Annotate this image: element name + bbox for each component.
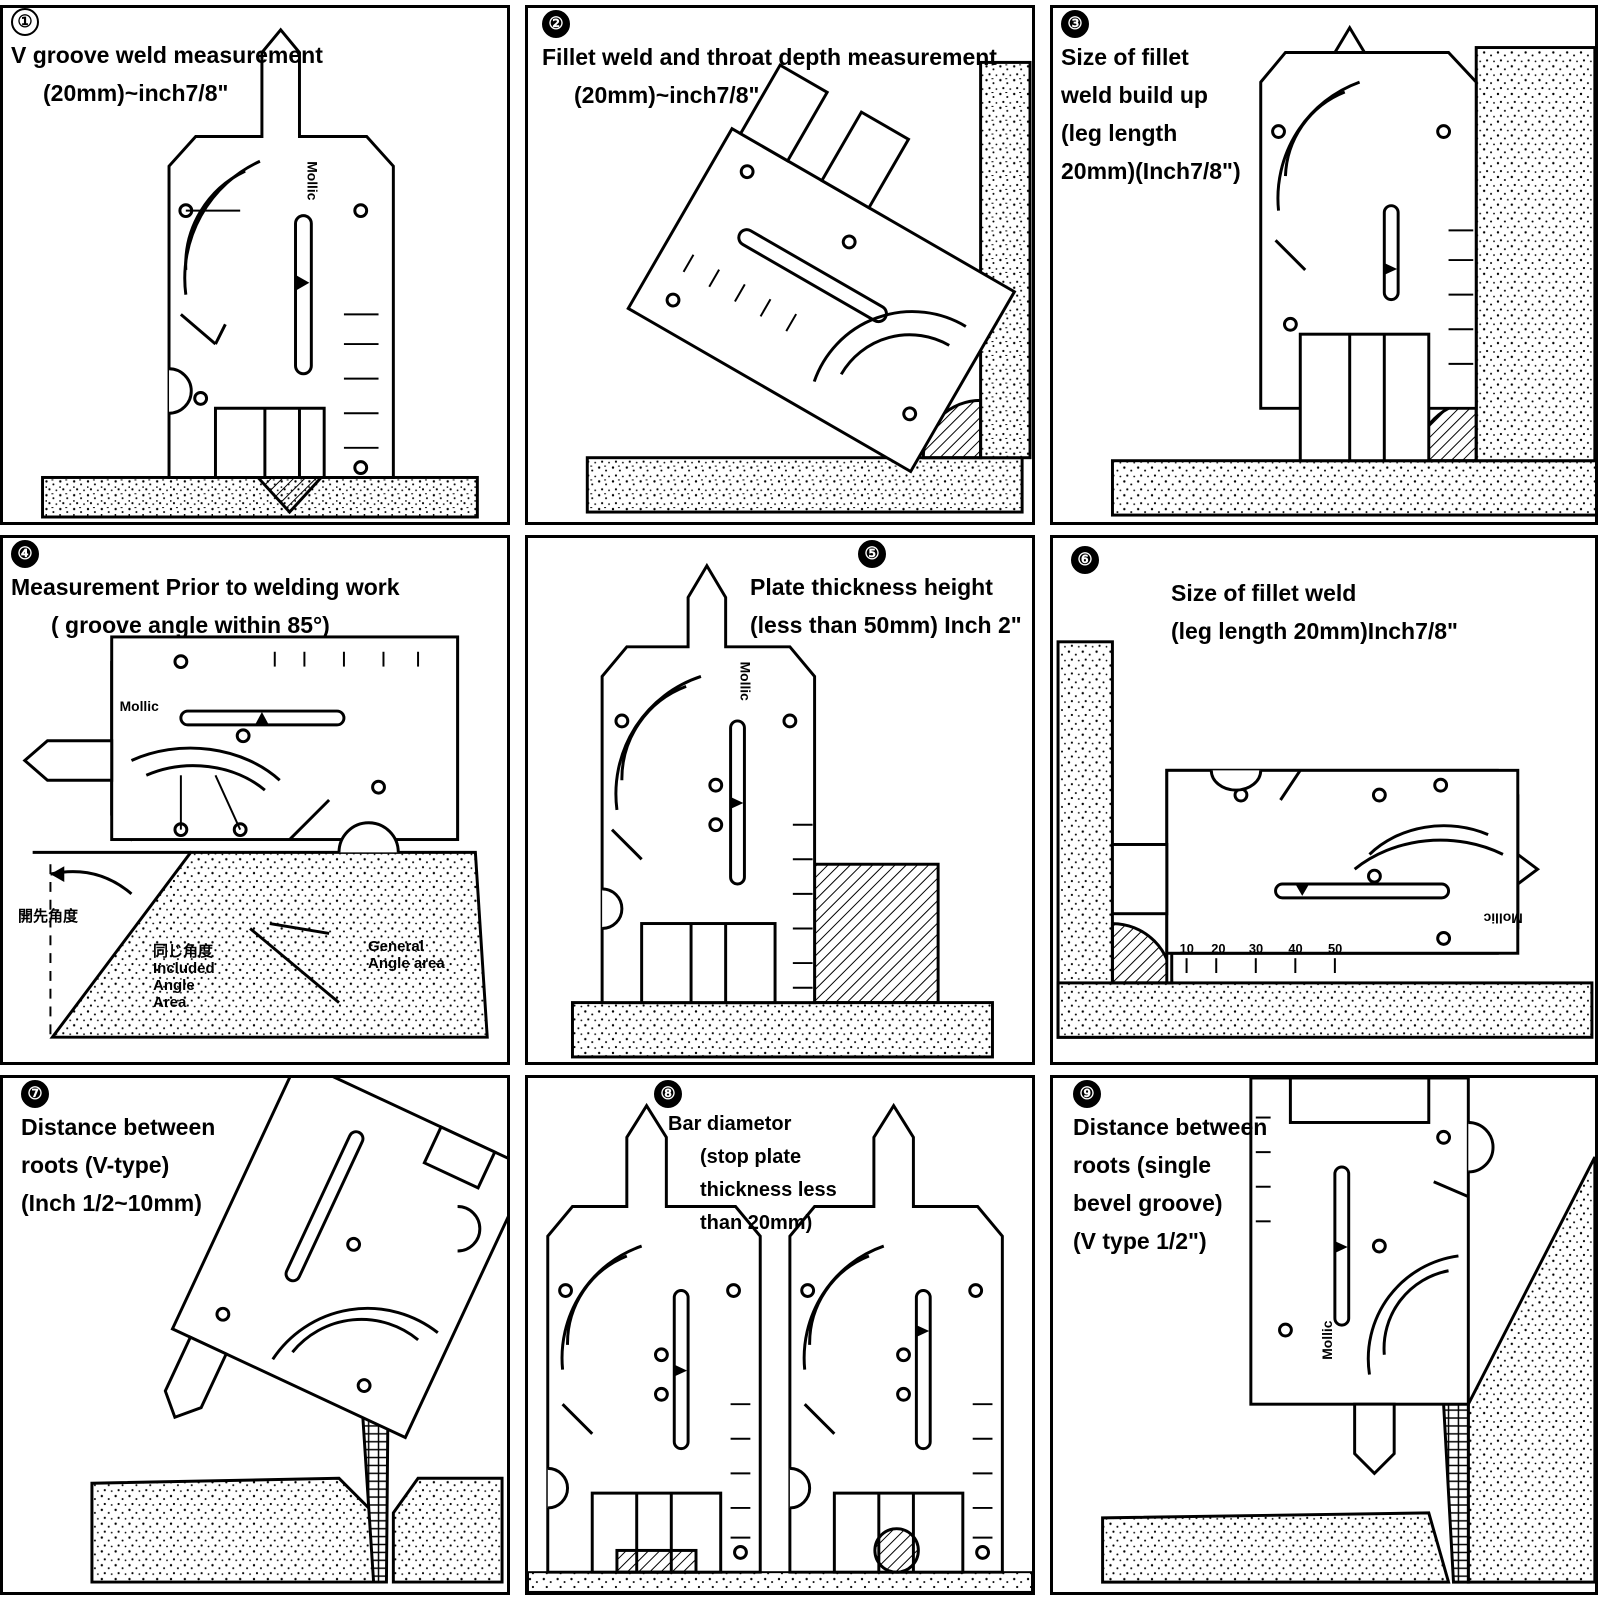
brand-label: Mollic [1319,1320,1335,1359]
panel-1-caption: ① V groove weld measurement (20mm)~inch7/… [11,8,323,112]
step-number: ② [542,10,570,38]
caption-line: (stop plate [700,1146,802,1168]
panel-4-caption: ④ Measurement Prior to welding work ( gro… [11,540,400,644]
label-line: Included [153,960,215,977]
panel-5: Mollic ⑤ Plate thickness height (less th… [525,535,1035,1065]
caption-line: Fillet weld and throat depth measurement [542,44,997,70]
panel-6: 10 20 30 40 50 Mollic ⑥ Size of fillet w… [1050,535,1598,1065]
fillet-buildup-illustration [1110,24,1595,517]
included-angle-label: 同じ角度 Included Angle Area [153,943,215,1011]
panel-4: Mollic ④ Measurement Prior to welding wor… [0,535,510,1065]
caption-line: Size of fillet weld [1171,580,1357,606]
step-number: ① [11,8,39,36]
panel-2: ② Fillet weld and throat depth measuremen… [525,5,1035,525]
caption-line: weld build up [1061,82,1208,108]
caption-line: V groove weld measurement [11,42,323,68]
scale-tick-label: 20 [1211,941,1225,956]
caption-line: than 20mm) [700,1212,813,1234]
step-number: ④ [11,540,39,568]
brand-label: Mollic [737,662,753,701]
step-number: ⑦ [21,1080,49,1108]
panel-1: Mollic ① V groove weld measurement (20mm)… [0,5,510,525]
caption-line: (Inch 1/2~10mm) [21,1190,202,1216]
caption-line: Distance between [1073,1114,1268,1140]
caption-line: bevel groove) [1073,1190,1223,1216]
caption-line: ( groove angle within 85°) [51,612,330,638]
label-line: Angle area [368,955,445,972]
panel-5-caption: ⑤ Plate thickness height (less than 50mm… [750,540,1022,644]
panel-8: ⑧ Bar diametor (stop plate thickness less… [525,1075,1035,1595]
caption-line: roots (single [1073,1152,1212,1178]
label-line: 同じ角度 [153,943,214,960]
scale-labels: 10 20 30 40 50 [1180,941,1343,956]
groove-angle-label: 開先角度 [18,908,79,925]
panel-7-caption: ⑦ Distance between roots (V-type) (Inch … [21,1080,215,1222]
label-line: Area [153,994,187,1011]
brand-label: Mollic [1483,911,1522,927]
panel-9: Mollic ⑨ Distance between roots (single … [1050,1075,1598,1595]
panel-6-caption: ⑥ Size of fillet weld (leg length 20mm)I… [1071,546,1458,650]
caption-line: Measurement Prior to welding work [11,574,400,600]
panel-8-caption: ⑧ Bar diametor (stop plate thickness less… [654,1080,837,1240]
caption-line: (20mm)~inch7/8" [43,80,229,106]
panel-9-caption: ⑨ Distance between roots (single bevel g… [1073,1080,1267,1260]
caption-line: (20mm)~inch7/8" [574,82,760,108]
caption-line: 20mm)(Inch7/8") [1061,158,1241,184]
fillet-throat-illustration [585,60,1032,514]
caption-line: roots (V-type) [21,1152,170,1178]
caption-line: (less than 50mm) Inch 2" [750,612,1022,638]
fillet-size-illustration: 10 20 30 40 50 Mollic [1056,640,1594,1039]
plate-thickness-illustration: Mollic [570,562,994,1059]
caption-line: (leg length 20mm)Inch7/8" [1171,618,1458,644]
scale-tick-label: 50 [1328,941,1342,956]
scale-tick-label: 40 [1288,941,1302,956]
panel-3: ③ Size of fillet weld build up (leg leng… [1050,5,1598,525]
label-line: Angle [153,977,195,994]
caption-line: Size of fillet [1061,44,1189,70]
groove-angle-illustration: Mollic [22,635,489,1039]
caption-line: thickness less [700,1179,837,1201]
bar-diameter-illustration [528,1102,1032,1592]
step-number: ⑨ [1073,1080,1101,1108]
step-number: ③ [1061,10,1089,38]
step-number: ⑧ [654,1080,682,1108]
brand-label: Mollic [120,698,159,714]
scale-tick-label: 10 [1180,941,1194,956]
panel-3-caption: ③ Size of fillet weld build up (leg leng… [1061,10,1241,190]
panel-2-caption: ② Fillet weld and throat depth measuremen… [542,10,997,114]
v-groove-illustration: Mollic [41,27,479,519]
step-number: ⑥ [1071,546,1099,574]
label-line: General [368,938,424,955]
root-distance-bevel-illustration: Mollic [1101,1078,1595,1584]
caption-line: (V type 1/2") [1073,1228,1207,1254]
caption-line: (leg length [1061,120,1178,146]
general-angle-label: General Angle area [368,938,445,972]
panel-7: ⑦ Distance between roots (V-type) (Inch … [0,1075,510,1595]
root-distance-v-illustration [90,1078,507,1584]
brand-label: Mollic [304,161,320,200]
caption-line: Distance between [21,1114,216,1140]
caption-line: Bar diametor [668,1113,792,1135]
caption-line: Plate thickness height [750,574,993,600]
step-number: ⑤ [858,540,886,568]
scale-tick-label: 30 [1249,941,1263,956]
